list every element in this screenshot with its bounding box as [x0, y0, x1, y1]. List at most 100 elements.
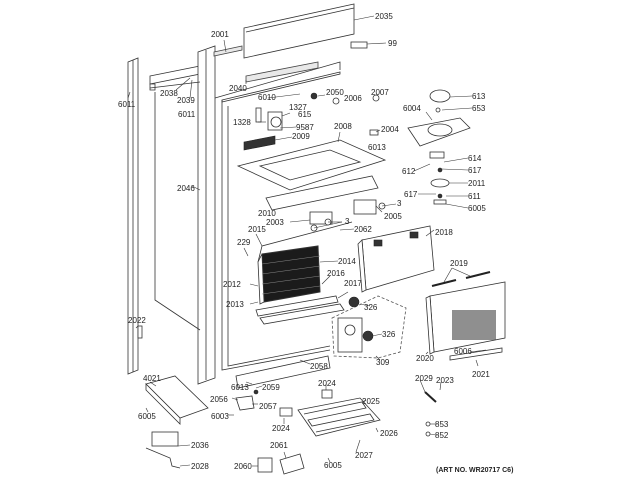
- part-label-852[interactable]: 852: [435, 431, 449, 440]
- part-label-615[interactable]: 615: [298, 110, 312, 119]
- part-label-2038[interactable]: 2038: [160, 89, 178, 98]
- divider-post-part: [197, 45, 216, 385]
- part-label-853[interactable]: 853: [435, 420, 449, 429]
- part-label-2029[interactable]: 2029: [415, 374, 433, 383]
- part-label-2023[interactable]: 2023: [436, 376, 454, 385]
- part-label-6003[interactable]: 6003: [211, 412, 229, 421]
- part-label-2050[interactable]: 2050: [326, 88, 344, 97]
- part-label-2003[interactable]: 2003: [266, 218, 284, 227]
- part-label-2040[interactable]: 2040: [229, 84, 247, 93]
- part-label-2024[interactable]: 2024: [272, 424, 290, 433]
- damper-group-outline: [331, 295, 407, 359]
- part-label-2010[interactable]: 2010: [258, 209, 276, 218]
- part-label-6004[interactable]: 6004: [403, 104, 421, 113]
- part-label-2017[interactable]: 2017: [344, 279, 362, 288]
- part-label-3[interactable]: 3: [397, 199, 402, 208]
- part-label-2012[interactable]: 2012: [223, 280, 241, 289]
- part-label-2057[interactable]: 2057: [259, 402, 277, 411]
- leader-lines: [127, 15, 487, 467]
- evaporator-part: [257, 245, 321, 305]
- part-label-2014[interactable]: 2014: [338, 257, 356, 266]
- part-label-2005[interactable]: 2005: [384, 212, 402, 221]
- part-label-1327[interactable]: 1327: [289, 103, 307, 112]
- part-label-617[interactable]: 617: [468, 166, 482, 175]
- part-label-6005[interactable]: 6005: [324, 461, 342, 470]
- part-label-2007[interactable]: 2007: [371, 88, 389, 97]
- part-label-617[interactable]: 617: [404, 190, 418, 199]
- part-label-4021[interactable]: 4021: [143, 374, 161, 383]
- bracket-2061: [279, 453, 305, 475]
- clip-2004: [369, 129, 379, 136]
- part-label-326[interactable]: 326: [382, 330, 396, 339]
- part-label-2059[interactable]: 2059: [262, 383, 280, 392]
- part-label-6011[interactable]: 6011: [118, 100, 136, 109]
- panel-part: [265, 175, 379, 211]
- strip-part: [213, 45, 243, 57]
- part-label-2058[interactable]: 2058: [310, 362, 328, 371]
- toe-grille-part: [425, 281, 506, 355]
- part-label-2001[interactable]: 2001: [211, 30, 229, 39]
- part-label-2024[interactable]: 2024: [318, 379, 336, 388]
- electrical-box-part: [145, 375, 209, 425]
- part-label-3[interactable]: 3: [345, 217, 350, 226]
- part-label-6013[interactable]: 6013: [231, 383, 249, 392]
- part-label-229[interactable]: 229: [237, 238, 251, 247]
- part-label-6005[interactable]: 6005: [468, 204, 486, 213]
- part-label-326[interactable]: 326: [364, 303, 378, 312]
- part-label-2021[interactable]: 2021: [472, 370, 490, 379]
- part-label-6005[interactable]: 6005: [138, 412, 156, 421]
- nut-853: [425, 421, 431, 427]
- bearing-part: [348, 296, 360, 308]
- relay-part: [257, 457, 273, 473]
- part-label-2035[interactable]: 2035: [375, 12, 393, 21]
- part-label-2013[interactable]: 2013: [226, 300, 244, 309]
- part-label-2020[interactable]: 2020: [416, 354, 434, 363]
- part-label-2008[interactable]: 2008: [334, 122, 352, 131]
- grille-part: [243, 135, 276, 151]
- part-label-2026[interactable]: 2026: [380, 429, 398, 438]
- part-label-614[interactable]: 614: [468, 154, 482, 163]
- pin-part: [137, 325, 143, 339]
- top-header-part: [149, 65, 201, 91]
- part-label-653[interactable]: 653: [472, 104, 486, 113]
- part-label-2039[interactable]: 2039: [177, 96, 195, 105]
- part-label-1328[interactable]: 1328: [233, 118, 251, 127]
- part-label-2015[interactable]: 2015: [248, 225, 266, 234]
- part-label-611[interactable]: 611: [468, 192, 481, 201]
- top-cover-part: [243, 3, 355, 59]
- part-label-2028[interactable]: 2028: [191, 462, 209, 471]
- part-label-6006[interactable]: 6006: [454, 347, 472, 356]
- part-label-2060[interactable]: 2060: [234, 462, 252, 471]
- part-label-99[interactable]: 99: [388, 39, 397, 48]
- part-label-2046[interactable]: 2046: [177, 184, 195, 193]
- part-label-6010[interactable]: 6010: [258, 93, 276, 102]
- part-label-309[interactable]: 309: [376, 358, 390, 367]
- part-label-2056[interactable]: 2056: [210, 395, 228, 404]
- part-label-2004[interactable]: 2004: [381, 125, 399, 134]
- part-label-2062[interactable]: 2062: [354, 225, 372, 234]
- clip-2050: [310, 92, 318, 100]
- part-label-6013[interactable]: 6013: [368, 143, 386, 152]
- drain-tray-part: [255, 295, 339, 317]
- wire-2029: [424, 391, 437, 403]
- part-label-2009[interactable]: 2009: [292, 132, 310, 141]
- part-label-2011[interactable]: 2011: [468, 179, 486, 188]
- part-label-6011[interactable]: 6011: [178, 110, 196, 119]
- screw-part: [253, 389, 259, 395]
- part-label-2018[interactable]: 2018: [435, 228, 453, 237]
- part-label-9587[interactable]: 9587: [296, 123, 314, 132]
- kick-strip-part: [449, 347, 503, 361]
- part-label-2016[interactable]: 2016: [327, 269, 345, 278]
- part-label-2019[interactable]: 2019: [450, 259, 468, 268]
- part-label-2006[interactable]: 2006: [344, 94, 362, 103]
- part-label-2036[interactable]: 2036: [191, 441, 209, 450]
- part-label-612[interactable]: 612: [402, 167, 416, 176]
- freezer-liner: [149, 61, 341, 371]
- part-label-2061[interactable]: 2061: [270, 441, 288, 450]
- part-label-2027[interactable]: 2027: [355, 451, 373, 460]
- icemaker-parts: [407, 89, 471, 205]
- part-label-613[interactable]: 613: [472, 92, 486, 101]
- part-label-2022[interactable]: 2022: [128, 316, 146, 325]
- part-label-2025[interactable]: 2025: [362, 397, 380, 406]
